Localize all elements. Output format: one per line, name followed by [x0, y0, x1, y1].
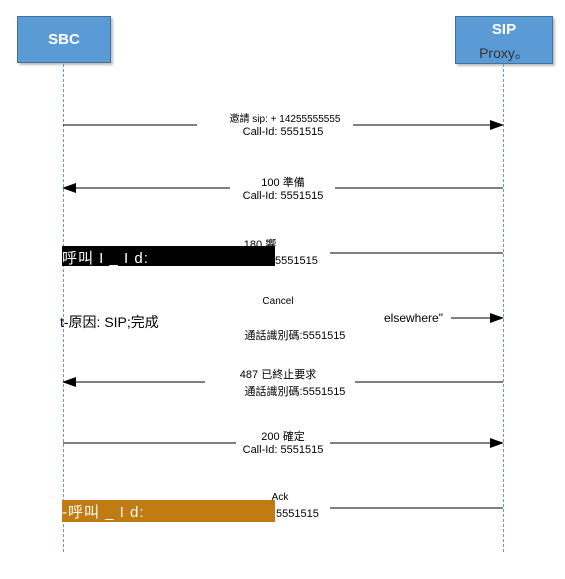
- message-1-line1: 邀請 sip: + 14255555555: [229, 114, 341, 125]
- message-1-line2: Call-Id: 5551515: [242, 126, 324, 138]
- participant-sip-label: SIP: [491, 21, 517, 38]
- message-4-line2: 通話識別碼:5551515: [244, 330, 346, 342]
- message-5-line2: 通話識別碼:5551515: [244, 386, 346, 398]
- message-3-line2: 5551515: [275, 255, 318, 267]
- lifeline-sip-proxy: [503, 64, 504, 552]
- text-overlay-bar-orange: -呼叫 _ I d:: [62, 500, 275, 522]
- message-2-line1: 100 準備: [261, 177, 305, 189]
- overlay-elsewhere-text: elsewhere": [384, 311, 443, 325]
- participant-sip-proxy: SIP Proxy。: [455, 16, 553, 64]
- participant-proxy-label: Proxy。: [479, 45, 529, 61]
- overlay-reason-text: t-原因: SIP;完成: [60, 314, 159, 330]
- text-overlay-bar-black: 呼叫 I _ I d:: [62, 246, 275, 267]
- message-5-line1: 487 已終止要求: [239, 369, 317, 381]
- message-6-line2: Call-Id: 5551515: [242, 444, 324, 456]
- message-7-line1: Ack: [271, 492, 289, 503]
- participant-sbc: SBC: [17, 16, 111, 63]
- message-7-line2: 5551515: [276, 508, 319, 520]
- message-6-line1: 200 確定: [261, 431, 305, 443]
- message-4-line1: Cancel: [262, 296, 294, 307]
- lifeline-sbc: [63, 64, 64, 552]
- participant-sbc-label: SBC: [48, 31, 80, 48]
- overlay-bar1-text: 呼叫 I _ I d:: [62, 250, 149, 267]
- overlay-bar2-text: -呼叫 _ I d:: [62, 504, 145, 521]
- message-2-line2: Call-Id: 5551515: [242, 190, 324, 202]
